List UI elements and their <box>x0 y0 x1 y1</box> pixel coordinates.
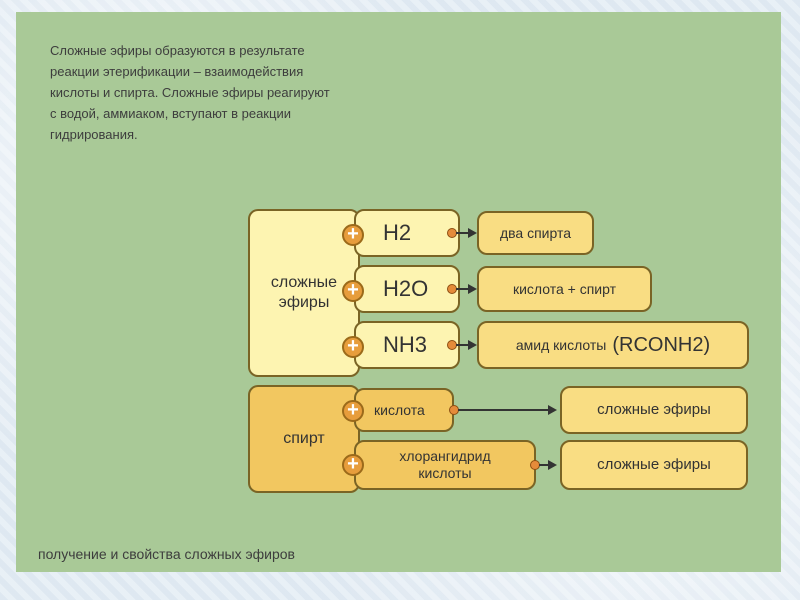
product-acid-alcohol: кислота + спирт <box>512 281 617 297</box>
arrow-head <box>548 405 557 415</box>
plus-icon: + <box>342 224 364 246</box>
alcohol-label: спирт <box>283 430 325 447</box>
reagent-box-nh3: NH3 <box>354 321 460 369</box>
esters-box: сложные эфиры <box>248 209 360 377</box>
product-two-alcohols: два спирта <box>499 225 572 241</box>
reagent-nh3: NH3 <box>383 332 428 357</box>
product-esters-2: сложные эфиры <box>597 456 711 473</box>
arrow-line <box>456 232 468 234</box>
product-esters-1: сложные эфиры <box>597 401 711 418</box>
arrow-head <box>468 228 477 238</box>
reagent-box-acid: кислота <box>354 388 454 432</box>
reagent-acyl-chloride-line2: кислоты <box>418 465 472 481</box>
arrow-line <box>456 288 468 290</box>
reagent-acyl-chloride-line1: хлорангидрид <box>399 448 491 464</box>
reagent-h2: H2 <box>383 220 412 245</box>
reagent-acid: кислота <box>374 402 425 418</box>
plus-icon: + <box>342 454 364 476</box>
plus-icon: + <box>342 336 364 358</box>
product-box-acid-alcohol: кислота + спирт <box>477 266 652 312</box>
reagent-box-acyl-chloride: хлорангидрид кислоты <box>354 440 536 490</box>
reagent-box-h2: H2 <box>354 209 460 257</box>
arrow-head <box>548 460 557 470</box>
alcohol-box: спирт <box>248 385 360 493</box>
intro-line: реакции этерификации – взаимодействия <box>50 64 304 79</box>
product-box-amide: амид кислоты (RCONH2) <box>477 321 749 369</box>
intro-line: гидрирования. <box>50 127 138 142</box>
arrow-head <box>468 284 477 294</box>
intro-line: Сложные эфиры образуются в результате <box>50 43 305 58</box>
intro-line: кислоты и спирта. Сложные эфиры реагирую… <box>50 85 330 100</box>
arrow-line <box>456 344 468 346</box>
esters-label-line2: эфиры <box>278 294 330 311</box>
plus-icon: + <box>342 280 364 302</box>
esters-label-line1: сложные <box>270 274 338 291</box>
slide-panel: Сложные эфиры образуются в результате ре… <box>16 12 781 572</box>
reagent-h2o: H2O <box>383 276 429 301</box>
product-amide-formula: (RCONH2) <box>612 334 711 356</box>
slide-footer: получение и свойства сложных эфиров <box>38 546 295 562</box>
intro-text: Сложные эфиры образуются в результате ре… <box>50 40 410 145</box>
product-box-two-alcohols: два спирта <box>477 211 594 255</box>
reagent-box-h2o: H2O <box>354 265 460 313</box>
arrow-line <box>458 409 548 411</box>
intro-line: с водой, аммиаком, вступают в реакции <box>50 106 291 121</box>
arrow-head <box>468 340 477 350</box>
arrow-line <box>539 464 549 466</box>
product-box-esters-2: сложные эфиры <box>560 440 748 490</box>
plus-icon: + <box>342 400 364 422</box>
product-box-esters-1: сложные эфиры <box>560 386 748 434</box>
product-amide: амид кислоты <box>515 337 607 353</box>
